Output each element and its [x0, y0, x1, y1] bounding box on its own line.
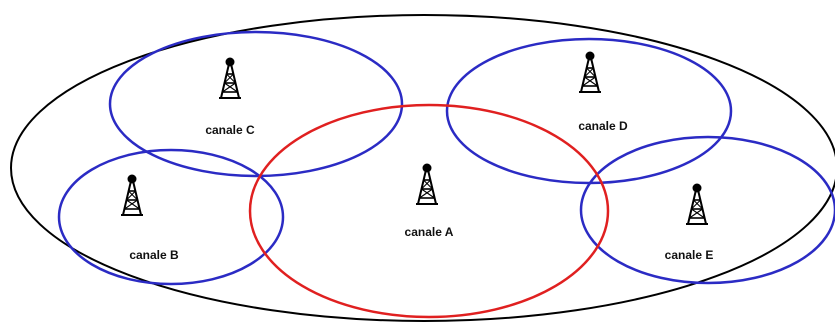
cell-c-label: canale C — [205, 123, 255, 137]
antenna-tower-icon — [218, 56, 242, 99]
cell-b-label: canale B — [129, 248, 179, 262]
antenna-tower-icon — [415, 162, 439, 205]
cell-c-coverage — [108, 30, 404, 178]
cell-a-coverage — [248, 103, 610, 319]
outer-coverage-area — [10, 14, 835, 322]
cell-e-coverage — [579, 135, 835, 285]
cell-b-coverage — [57, 148, 285, 286]
cell-a-label: canale A — [405, 225, 454, 239]
cell-e-label: canale E — [665, 248, 714, 262]
antenna-tower-icon — [578, 50, 602, 93]
cell-d-label: canale D — [578, 119, 628, 133]
antenna-tower-icon — [120, 173, 144, 216]
antenna-tower-icon — [685, 182, 709, 225]
